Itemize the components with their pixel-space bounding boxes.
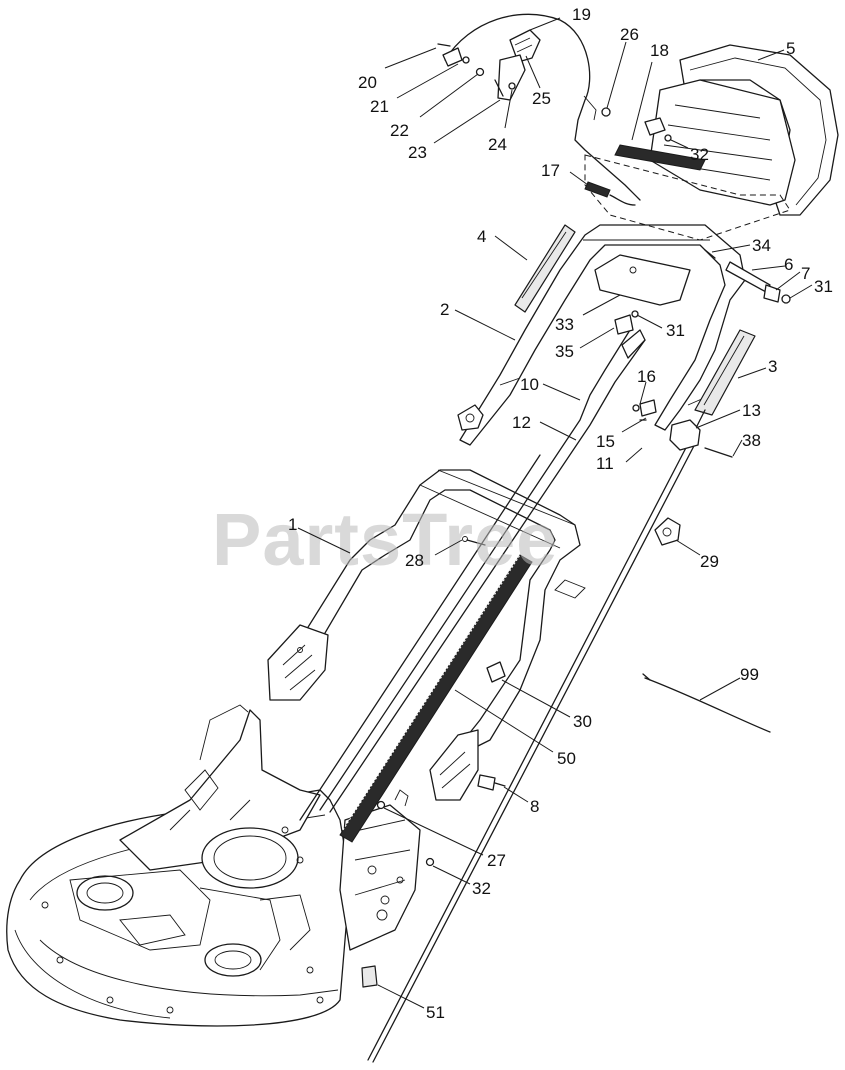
callout-31-right: 31 (814, 277, 833, 296)
clip-51 (361, 965, 378, 988)
cable-guide-3 (694, 329, 756, 416)
mower-deck (6, 704, 351, 1027)
cable-retainer-13 (669, 419, 733, 458)
height-adjust-bracket (339, 789, 421, 951)
callout-22: 22 (390, 121, 409, 140)
callout-8: 8 (530, 797, 539, 816)
callout-50: 50 (557, 749, 576, 768)
callout-32-lower: 32 (472, 879, 491, 898)
upper-handle (459, 224, 746, 446)
callout-13: 13 (742, 401, 761, 420)
callout-18: 18 (650, 41, 669, 60)
hardware-16-15-11 (632, 399, 657, 421)
callout-25: 25 (532, 89, 551, 108)
callout-30: 30 (573, 712, 592, 731)
cable-19 (444, 13, 641, 201)
fastener-27 (376, 800, 386, 810)
callout-3: 3 (768, 357, 777, 376)
callout-34: 34 (752, 236, 771, 255)
fastener-30 (486, 661, 506, 683)
callout-31-mid: 31 (666, 321, 685, 340)
bolt-8 (477, 774, 506, 791)
callout-15: 15 (596, 432, 615, 451)
control-bar-assembly (584, 44, 839, 241)
lower-handle (267, 469, 586, 801)
callout-26: 26 (620, 25, 639, 44)
pivot-32-upper (644, 117, 672, 142)
callout-33: 33 (555, 315, 574, 334)
callout-32-upper: 32 (690, 145, 709, 164)
callout-12: 12 (512, 413, 531, 432)
callout-28: 28 (405, 551, 424, 570)
callout-20: 20 (358, 73, 377, 92)
callout-17: 17 (541, 161, 560, 180)
callout-7: 7 (801, 264, 810, 283)
callout-21: 21 (370, 97, 389, 116)
hardware-35-31-bracket (614, 310, 646, 359)
callout-labels: 19 26 18 5 20 21 25 22 24 23 32 17 34 4 … (288, 5, 833, 1022)
callout-27: 27 (487, 851, 506, 870)
spring-17 (584, 181, 636, 206)
traction-lever (497, 29, 541, 101)
callout-6: 6 (784, 255, 793, 274)
callout-10: 10 (520, 375, 539, 394)
callout-1: 1 (288, 515, 297, 534)
hardware-34-6-7-31 (704, 249, 791, 304)
clip-26 (583, 95, 611, 121)
callout-24: 24 (488, 135, 507, 154)
callout-23: 23 (408, 143, 427, 162)
callout-51: 51 (426, 1003, 445, 1022)
callout-11: 11 (596, 454, 614, 473)
callout-99: 99 (740, 665, 759, 684)
handle-knob-29 (654, 517, 681, 546)
callout-38: 38 (742, 431, 761, 450)
leader-lines (297, 17, 813, 1009)
callout-5: 5 (786, 39, 795, 58)
callout-29: 29 (700, 552, 719, 571)
callout-16: 16 (637, 367, 656, 386)
callout-35: 35 (555, 342, 574, 361)
callout-2: 2 (440, 300, 449, 319)
bolt-28 (462, 536, 486, 546)
handle-knob-left (457, 404, 484, 431)
cable-tie-99 (642, 673, 771, 733)
fastener-32-lower (425, 857, 435, 867)
height-adjust-spring (339, 551, 533, 843)
link-parts-20-24 (437, 43, 516, 97)
callout-19: 19 (572, 5, 591, 24)
cable-guide-4 (514, 224, 576, 313)
watermark-text: PartsTree (212, 498, 558, 581)
callout-4: 4 (477, 227, 486, 246)
